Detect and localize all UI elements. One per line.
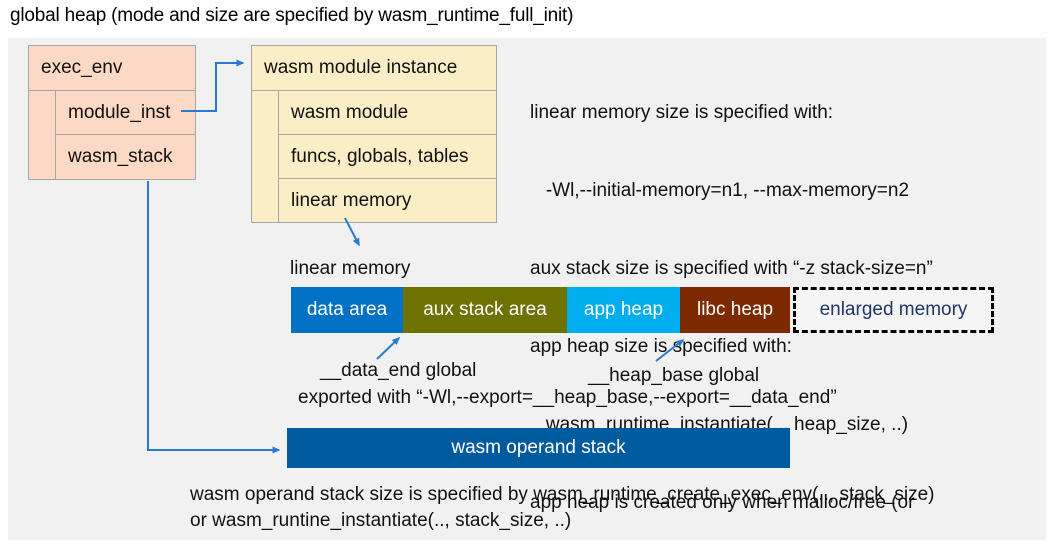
instance-row-funcs-globals-tables: funcs, globals, tables [279, 135, 496, 179]
wasm-operand-stack-bar: wasm operand stack [287, 428, 790, 468]
data-end-global-label: __data_end global [320, 360, 477, 381]
exec-env-rows: module_inst wasm_stack [55, 91, 195, 179]
note-line: -Wl,--initial-memory=n1, --max-memory=n2 [530, 180, 910, 201]
wasm-module-instance-rows: wasm module funcs, globals, tables linea… [278, 91, 496, 223]
exec-env-row-module-inst: module_inst [56, 91, 195, 135]
enlarged-memory-box: enlarged memory [793, 287, 994, 333]
wasm-module-instance-header: wasm module instance [252, 46, 496, 91]
note-line: wasm operand stack size is specified by … [190, 484, 935, 505]
exec-env-row-wasm-stack: wasm_stack [68, 146, 173, 167]
instance-row-wasm-module: wasm module [279, 91, 496, 135]
note-line: app heap size is specified with: [530, 336, 792, 357]
heap-base-global-label: __heap_base global [588, 365, 760, 386]
exec-env-header: exec_env [29, 46, 195, 91]
memory-segment-aux-stack-area: aux stack area [403, 287, 567, 333]
note-line: aux stack size is specified with “-z sta… [530, 258, 933, 279]
exported-flags-label: exported with “-Wl,--export=__heap_base,… [298, 387, 837, 408]
size-notes-block: linear memory size is specified with: -W… [530, 48, 933, 547]
memory-segment-app-heap: app heap [567, 287, 680, 333]
memory-segment-data-area: data area [291, 287, 403, 333]
wasm-module-instance-box: wasm module instance wasm module funcs, … [251, 45, 497, 223]
diagram-title: global heap (mode and size are specified… [10, 5, 574, 26]
exec-env-box: exec_env module_inst wasm_stack [28, 45, 196, 180]
operand-stack-note-block: wasm operand stack size is specified by … [190, 482, 935, 534]
note-line: or wasm_runtine_instantiate(.., stack_si… [190, 510, 572, 531]
note-line: linear memory size is specified with: [530, 102, 834, 123]
note-line: app heap is created only when malloc/fre… [530, 492, 915, 513]
memory-segment-libc-heap: libc heap [680, 287, 790, 333]
instance-row-linear-memory: linear memory [291, 190, 412, 211]
linear-memory-label: linear memory [290, 258, 411, 279]
